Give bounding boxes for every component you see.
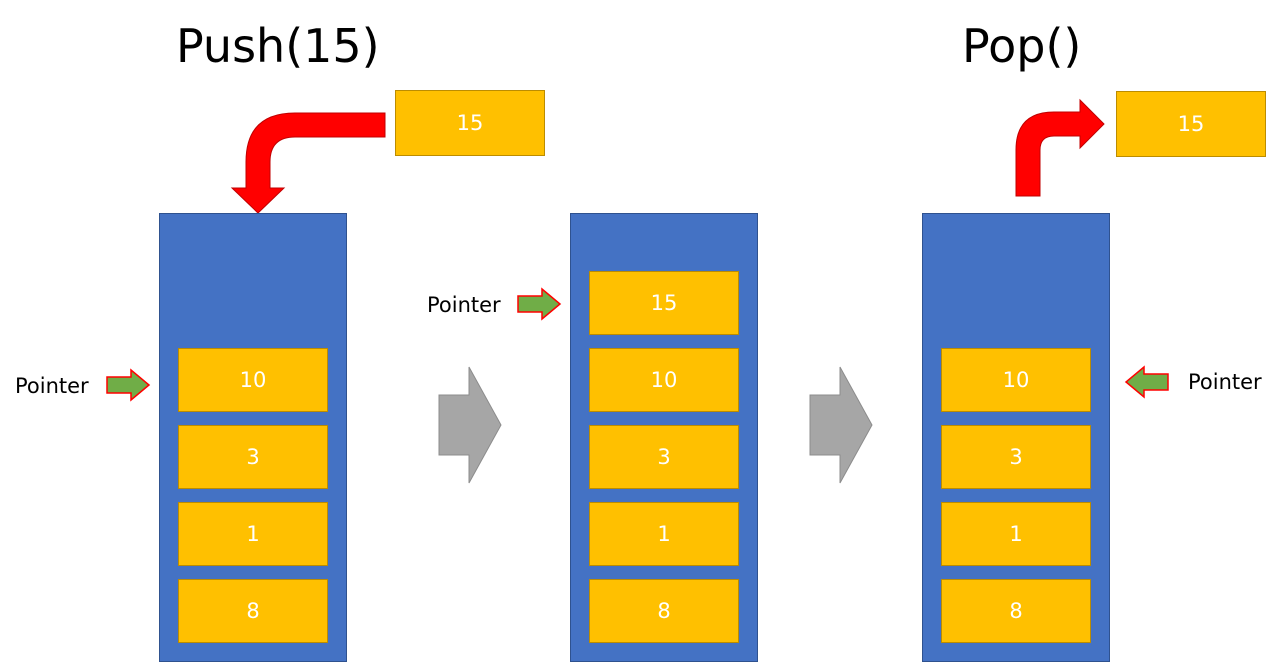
pop-title: Pop() — [962, 19, 1082, 73]
stack-cell: 8 — [178, 579, 328, 643]
transition-arrow-icon — [438, 366, 502, 484]
pointer-arrow-icon — [517, 287, 562, 321]
stack-cell: 1 — [178, 502, 328, 566]
stack-cell: 3 — [941, 425, 1091, 489]
pointer-label: Pointer — [427, 293, 501, 317]
stack-after-pop: 10 3 1 8 — [922, 213, 1110, 662]
pointer-arrow-icon — [1124, 365, 1169, 399]
stack-cell: 8 — [941, 579, 1091, 643]
stack-cell: 15 — [589, 271, 739, 335]
stack-cell: 10 — [589, 348, 739, 412]
pop-value-box: 15 — [1116, 91, 1266, 157]
push-value-box: 15 — [395, 90, 545, 156]
stack-cell: 8 — [589, 579, 739, 643]
stack-cell: 3 — [178, 425, 328, 489]
stack-cell: 10 — [178, 348, 328, 412]
transition-arrow-icon — [809, 366, 873, 484]
push-title: Push(15) — [176, 19, 380, 73]
stack-cell: 10 — [941, 348, 1091, 412]
pointer-arrow-icon — [106, 368, 151, 402]
stack-before-push: 10 3 1 8 — [159, 213, 347, 662]
pointer-label: Pointer — [1188, 370, 1262, 394]
stack-cell: 1 — [941, 502, 1091, 566]
stack-cell: 1 — [589, 502, 739, 566]
stack-after-push: 15 10 3 1 8 — [570, 213, 758, 662]
pointer-label: Pointer — [15, 374, 89, 398]
stack-cell: 3 — [589, 425, 739, 489]
